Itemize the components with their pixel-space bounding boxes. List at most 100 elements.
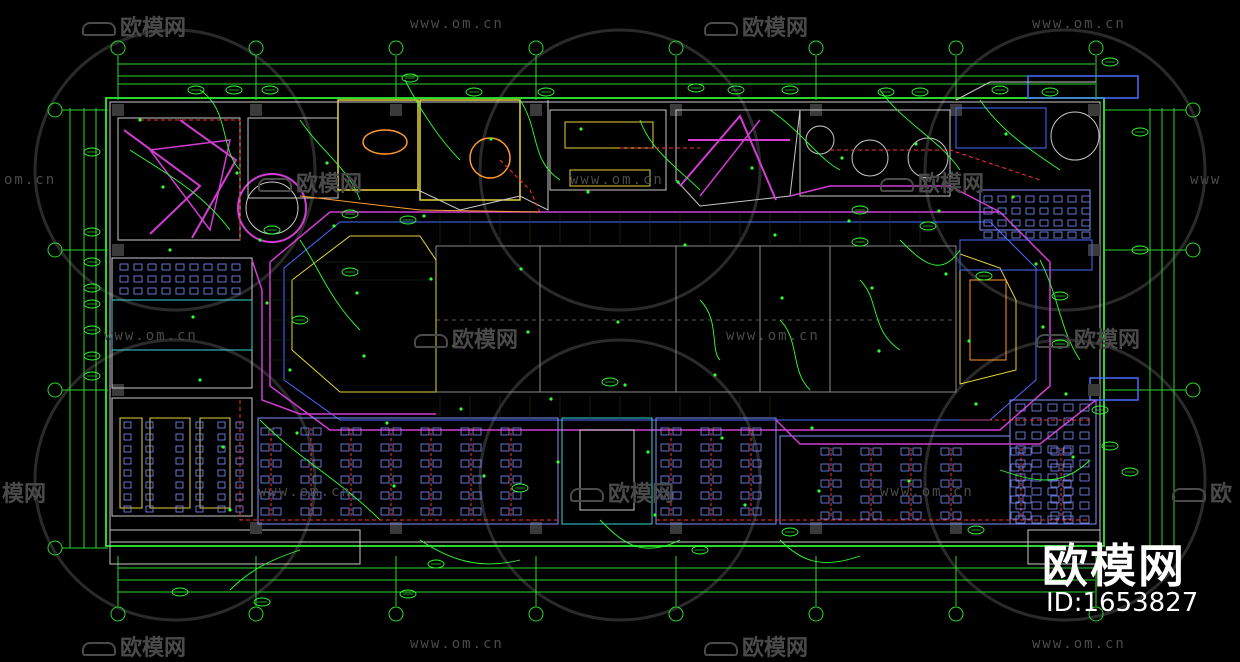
circuit-wire [779,319,811,391]
chair [175,287,185,295]
chair [660,475,670,484]
chair [432,475,442,484]
workstation-chairs [119,195,1091,524]
floor-hatch [262,214,921,418]
brand-title: 欧模网 [1042,539,1186,593]
light-fixture [586,190,590,194]
chair [912,447,922,456]
chair [1047,501,1058,510]
chair [1067,195,1077,203]
chair [1047,431,1058,440]
watermark-url-top: www.om.cn [410,16,504,32]
chair [203,263,213,271]
chair [1063,417,1074,426]
chair [460,459,470,468]
chair [472,507,482,516]
chair [997,195,1007,203]
chair [217,287,227,295]
light-fixture [974,402,978,406]
chair [189,275,199,283]
chair [1079,459,1090,468]
chair [712,427,722,436]
watermark-url-mid-f: www.om.cn [880,484,974,500]
watermark-text: 欧模网 [742,636,809,661]
chair [1010,479,1020,488]
chair [1010,463,1020,472]
chair [660,427,670,436]
chair [123,481,132,489]
chair [500,475,510,484]
chair [1010,511,1020,520]
chair [712,459,722,468]
chair [203,275,213,283]
light-fixture [161,185,165,189]
circuit-wire [899,239,961,266]
chair [500,427,510,436]
watermark-logo-top-left: 欧模网 [82,10,186,42]
chair [123,433,132,441]
chair [217,445,226,453]
circuit-tag [1131,245,1149,255]
chair [340,507,350,516]
chair [1050,495,1060,504]
chair [472,427,482,436]
light-fixture [549,397,553,401]
watermark-text: 欧模网 [452,328,519,353]
circuit-tag [727,85,745,95]
chair [300,427,310,436]
circuit-wire [769,109,841,171]
chair [432,443,442,452]
chair [1081,195,1091,203]
chair [997,231,1007,239]
circuit-wire [979,99,1061,171]
chair [860,511,870,520]
chair [340,475,350,484]
chair [1062,479,1072,488]
chair [217,421,226,429]
light-fixture [422,214,426,218]
chair [1079,403,1090,412]
chair [420,491,430,500]
circuit-tag [781,527,799,537]
watermark-text: 欧模网 [742,16,809,41]
chair [175,457,184,465]
circuit-wire [299,119,361,201]
chair [123,421,132,429]
light-fixture [362,354,366,358]
chair [752,507,762,516]
circuit-loop [140,119,241,240]
light-fixture [1064,392,1068,396]
chair [672,475,682,484]
circuit-tag [399,215,417,225]
light-fixture [429,277,433,281]
chair [272,507,282,516]
chair [161,287,171,295]
light-fixture [937,209,941,213]
chair [300,443,310,452]
chair [872,479,882,488]
chair [231,287,241,295]
chair [740,427,750,436]
chair [700,443,710,452]
brand-id-label: ID:1653827 [1046,588,1199,618]
circuit-wire [199,89,241,171]
light-fixture [288,368,292,372]
chair [420,475,430,484]
watermark-sofa-icon [1036,334,1070,348]
chair [1039,195,1049,203]
light-fixture [870,286,874,290]
circuit-tag [187,85,205,95]
light-fixture [780,296,784,300]
chair [1067,219,1077,227]
circuit-tag [83,371,101,381]
chair [380,443,390,452]
chair [872,511,882,520]
watermark-sofa-icon [82,642,116,656]
chair [217,275,227,283]
light-fixture [198,378,202,382]
chair [832,447,842,456]
chair [500,459,510,468]
chair [512,459,522,468]
chair [352,443,362,452]
circuit-tag [1051,291,1069,301]
